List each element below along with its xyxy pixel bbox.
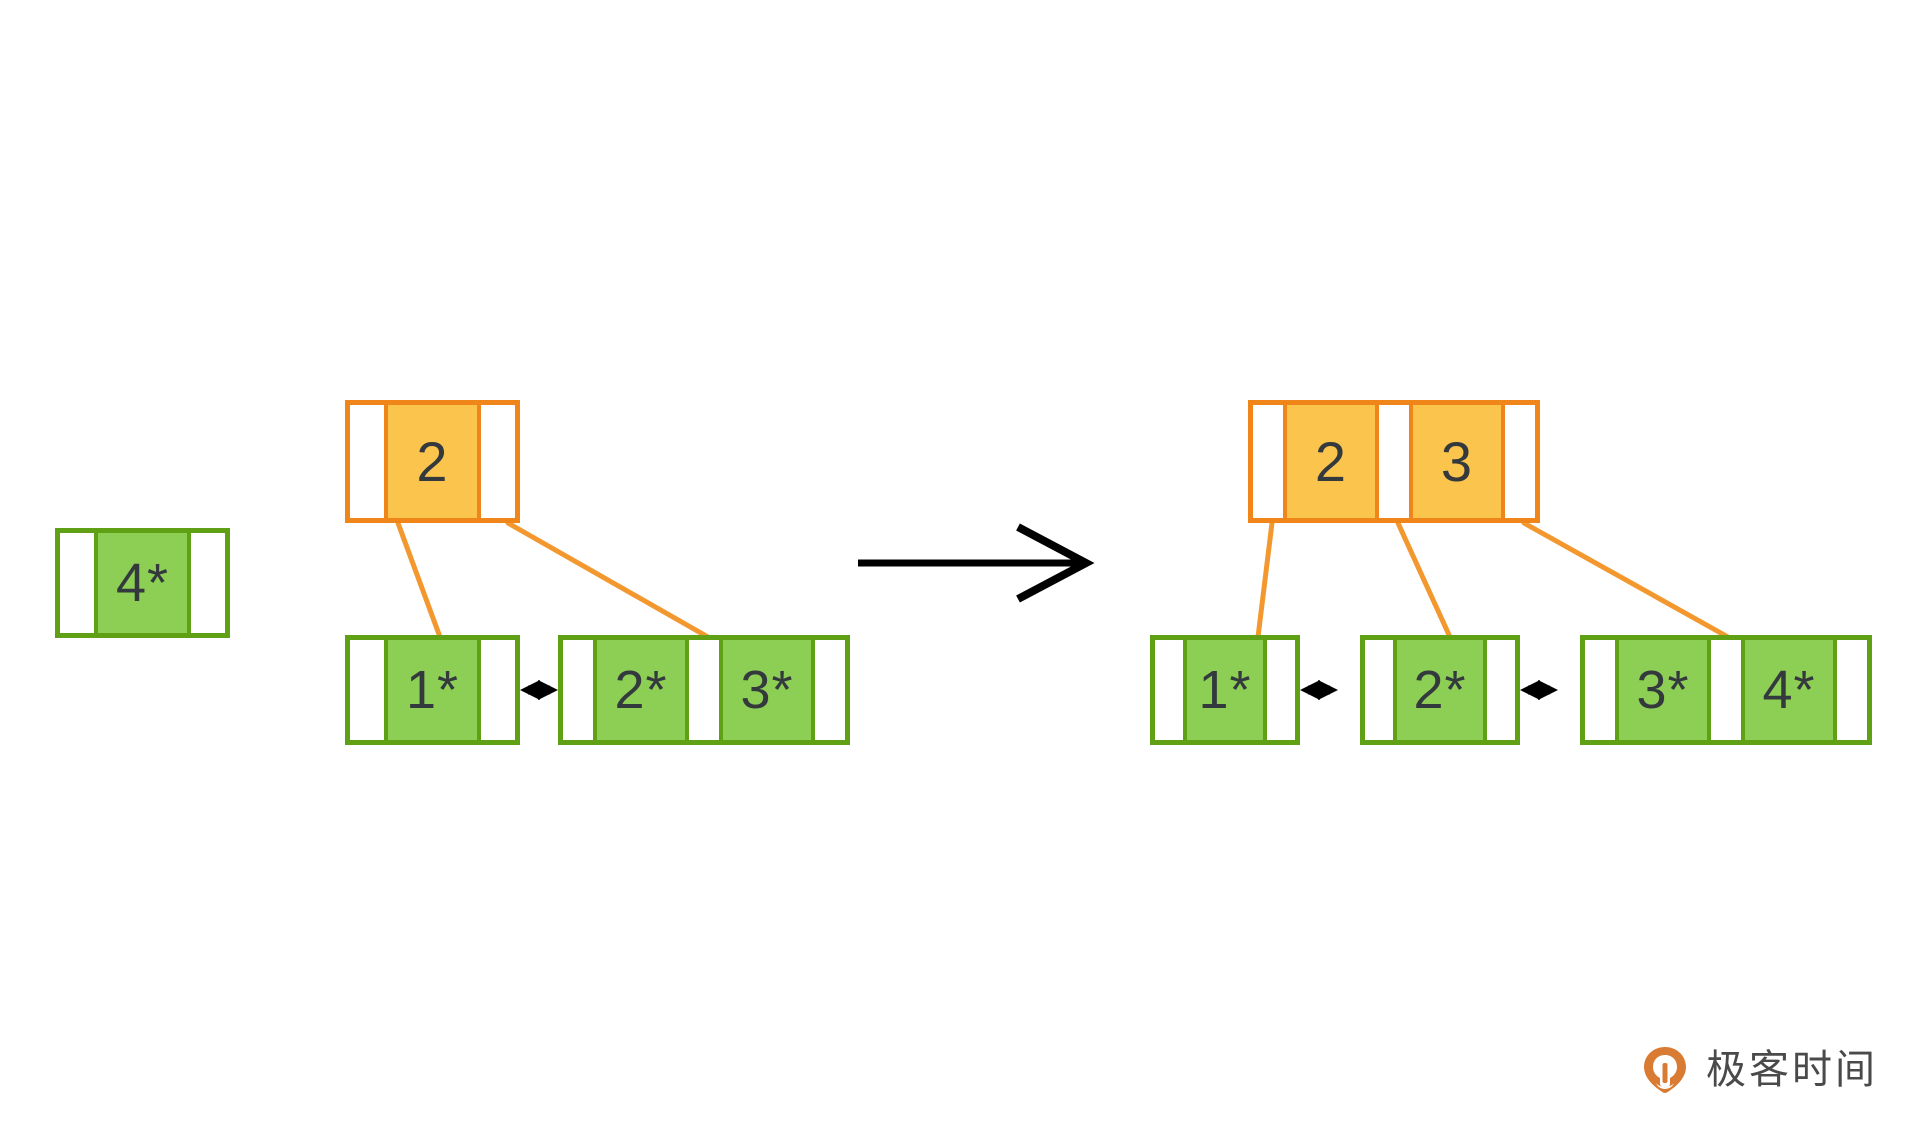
pointer-cell-1 [1379, 405, 1409, 518]
key-cell: 2* [1393, 640, 1487, 740]
sibling-link-arrow-before-0 [520, 680, 558, 700]
key-cell: 1* [1183, 640, 1267, 740]
pointer-cell-0 [1253, 405, 1283, 518]
key-label: 4* [115, 553, 170, 613]
pointer-cell-2 [1837, 640, 1867, 740]
link-after-0 [1255, 520, 1275, 640]
link-before-1 [505, 520, 711, 640]
pointer-cell [350, 640, 384, 740]
key-label: 2* [614, 660, 668, 720]
link-after-2 [1521, 520, 1731, 640]
key-cell-0: 3* [1615, 640, 1711, 740]
before-leaf-0[interactable]: 1* [345, 635, 520, 745]
watermark-text: 极客时间 [1706, 1047, 1878, 1093]
key-label: 4* [1762, 660, 1816, 720]
after-leaf-0[interactable]: 1* [1150, 635, 1300, 745]
key-cell-1: 4* [1741, 640, 1837, 740]
link-after-1 [1395, 520, 1453, 640]
key-label: 3 [1440, 429, 1474, 493]
pointer-cell-2 [815, 640, 845, 740]
key-cell-0: 2 [1283, 405, 1379, 518]
key-label: 2 [416, 429, 449, 493]
link-before-0 [395, 520, 443, 640]
key-cell-0: 2 [384, 405, 481, 518]
before-root-node[interactable]: 2 [345, 400, 520, 523]
key-label: 2 [1314, 429, 1348, 493]
pointer-cell [481, 640, 515, 740]
pointer-cell [191, 533, 225, 633]
pointer-cell-1 [689, 640, 719, 740]
pointer-cell-1 [481, 405, 515, 518]
key-cell: 1* [384, 640, 481, 740]
key-cell-1: 3 [1409, 405, 1505, 518]
pointer-cell [1155, 640, 1183, 740]
before-leaf-1[interactable]: 2* 3* [558, 635, 850, 745]
pointer-cell-2 [1505, 405, 1535, 518]
pointer-cell-1 [1711, 640, 1741, 740]
sibling-link-arrow-after-1 [1520, 680, 1558, 700]
key-label: 1* [1198, 660, 1252, 720]
pointer-cell [1365, 640, 1393, 740]
after-root-node[interactable]: 2 3 [1248, 400, 1540, 523]
key-cell-0: 2* [593, 640, 689, 740]
key-label: 3* [740, 660, 794, 720]
incoming-record-node[interactable]: 4* [55, 528, 230, 638]
after-leaf-2[interactable]: 3* 4* [1580, 635, 1872, 745]
key-cell: 4* [94, 533, 191, 633]
pointer-cell [60, 533, 94, 633]
key-cell-1: 3* [719, 640, 815, 740]
key-label: 1* [405, 660, 460, 720]
pointer-cell-0 [1585, 640, 1615, 740]
geektime-logo-icon [1644, 1047, 1686, 1093]
sibling-link-arrow-after-0 [1300, 680, 1338, 700]
key-label: 3* [1636, 660, 1690, 720]
pointer-cell [1267, 640, 1295, 740]
pointer-cell-0 [563, 640, 593, 740]
pointer-cell [1487, 640, 1515, 740]
watermark: 极客时间 [1638, 1043, 1878, 1097]
key-label: 2* [1413, 660, 1467, 720]
after-leaf-1[interactable]: 2* [1360, 635, 1520, 745]
pointer-cell-0 [350, 405, 384, 518]
transition-right-arrow-icon [858, 523, 1095, 603]
